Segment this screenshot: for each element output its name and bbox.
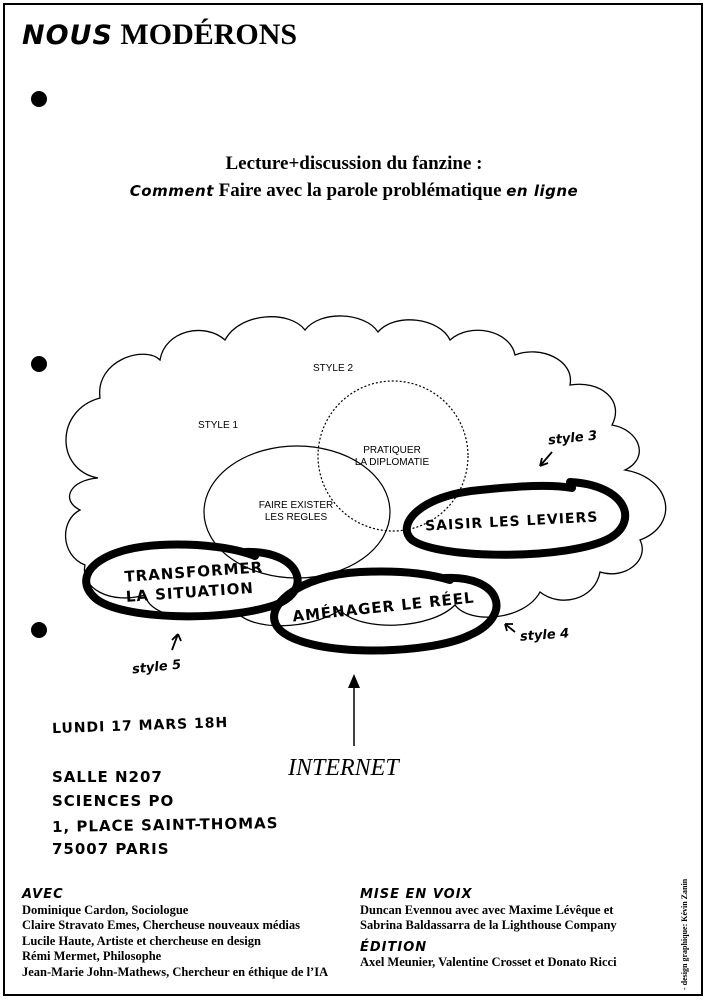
event-place: SCIENCES PO <box>52 792 175 810</box>
internet-arrow-head <box>348 674 360 688</box>
mise-en-voix-line: Sabrina Baldassarra de la Lighthouse Com… <box>360 918 617 932</box>
wavy-circle-diplomatie <box>317 380 469 532</box>
mise-en-voix-heading: MISE EN VOIX <box>360 887 473 902</box>
binder-hole-dot <box>31 91 47 107</box>
avec-person: Lucile Haute, Artiste et chercheuse en d… <box>22 933 261 948</box>
label-pratiquer-line1: PRATIQUER <box>363 445 421 456</box>
mise-en-voix-line: Duncan Evennou avec avec Maxime Lévêque … <box>360 902 614 917</box>
title-handwritten: NOUS <box>22 20 113 51</box>
binder-hole-dot <box>31 356 47 372</box>
title-printed: MODÉRONS <box>120 18 298 51</box>
mise-en-voix-column: MISE EN VOIX Duncan Evennou avec avec Ma… <box>360 887 617 971</box>
label-pratiquer-line2: LA DIPLOMATIE <box>354 457 430 468</box>
subtitle-line-1: Lecture+discussion du fanzine : <box>225 153 483 174</box>
avec-person: Claire Stravato Emes, Chercheuse nouveau… <box>22 918 300 932</box>
avec-person: Dominique Cardon, Sociologue <box>22 902 189 917</box>
label-faire-line2: LES REGLES <box>264 512 328 523</box>
edition-heading: ÉDITION <box>360 939 428 955</box>
label-style-1: STYLE 1 <box>197 420 239 431</box>
arrow-style4 <box>504 623 516 633</box>
page-title: NOUS MODÉRONS <box>22 18 297 52</box>
label-pratiquer: PRATIQUER LA DIPLOMATIE <box>340 445 444 469</box>
loop-amenager <box>270 567 501 655</box>
event-room: SALLE N207 <box>52 768 163 786</box>
label-faire-line1: FAIRE EXISTER <box>258 500 334 511</box>
label-faire-exister: FAIRE EXISTER LES REGLES <box>246 500 346 524</box>
arrow-style3 <box>539 451 553 467</box>
subtitle-hand-end: en ligne <box>506 182 579 200</box>
avec-person: Jean-Marie John-Mathews, Chercheur en ét… <box>22 964 329 979</box>
edition-line: Axel Meunier, Valentine Crosset et Donat… <box>360 955 617 969</box>
avec-person: Rémi Mermet, Philosophe <box>22 949 162 963</box>
binder-hole-dot <box>31 622 47 638</box>
subtitle-line-2: Comment Faire avec la parole problématiq… <box>0 180 708 202</box>
arrow-style5 <box>171 633 182 651</box>
event-city: 75007 PARIS <box>52 840 170 858</box>
loop-saisir <box>402 478 630 559</box>
page-border <box>3 3 703 996</box>
subtitle-hand-start: Comment <box>129 182 214 200</box>
avec-heading: AVEC <box>22 887 64 902</box>
subtitle-main: Faire avec la parole problématique <box>218 180 502 201</box>
design-credit: - design graphique: Kévin Zanin <box>680 878 689 990</box>
avec-column: AVEC Dominique Cardon, Sociologue Claire… <box>22 887 328 980</box>
label-style-2: STYLE 2 <box>312 363 354 374</box>
label-internet: INTERNET <box>288 755 399 781</box>
